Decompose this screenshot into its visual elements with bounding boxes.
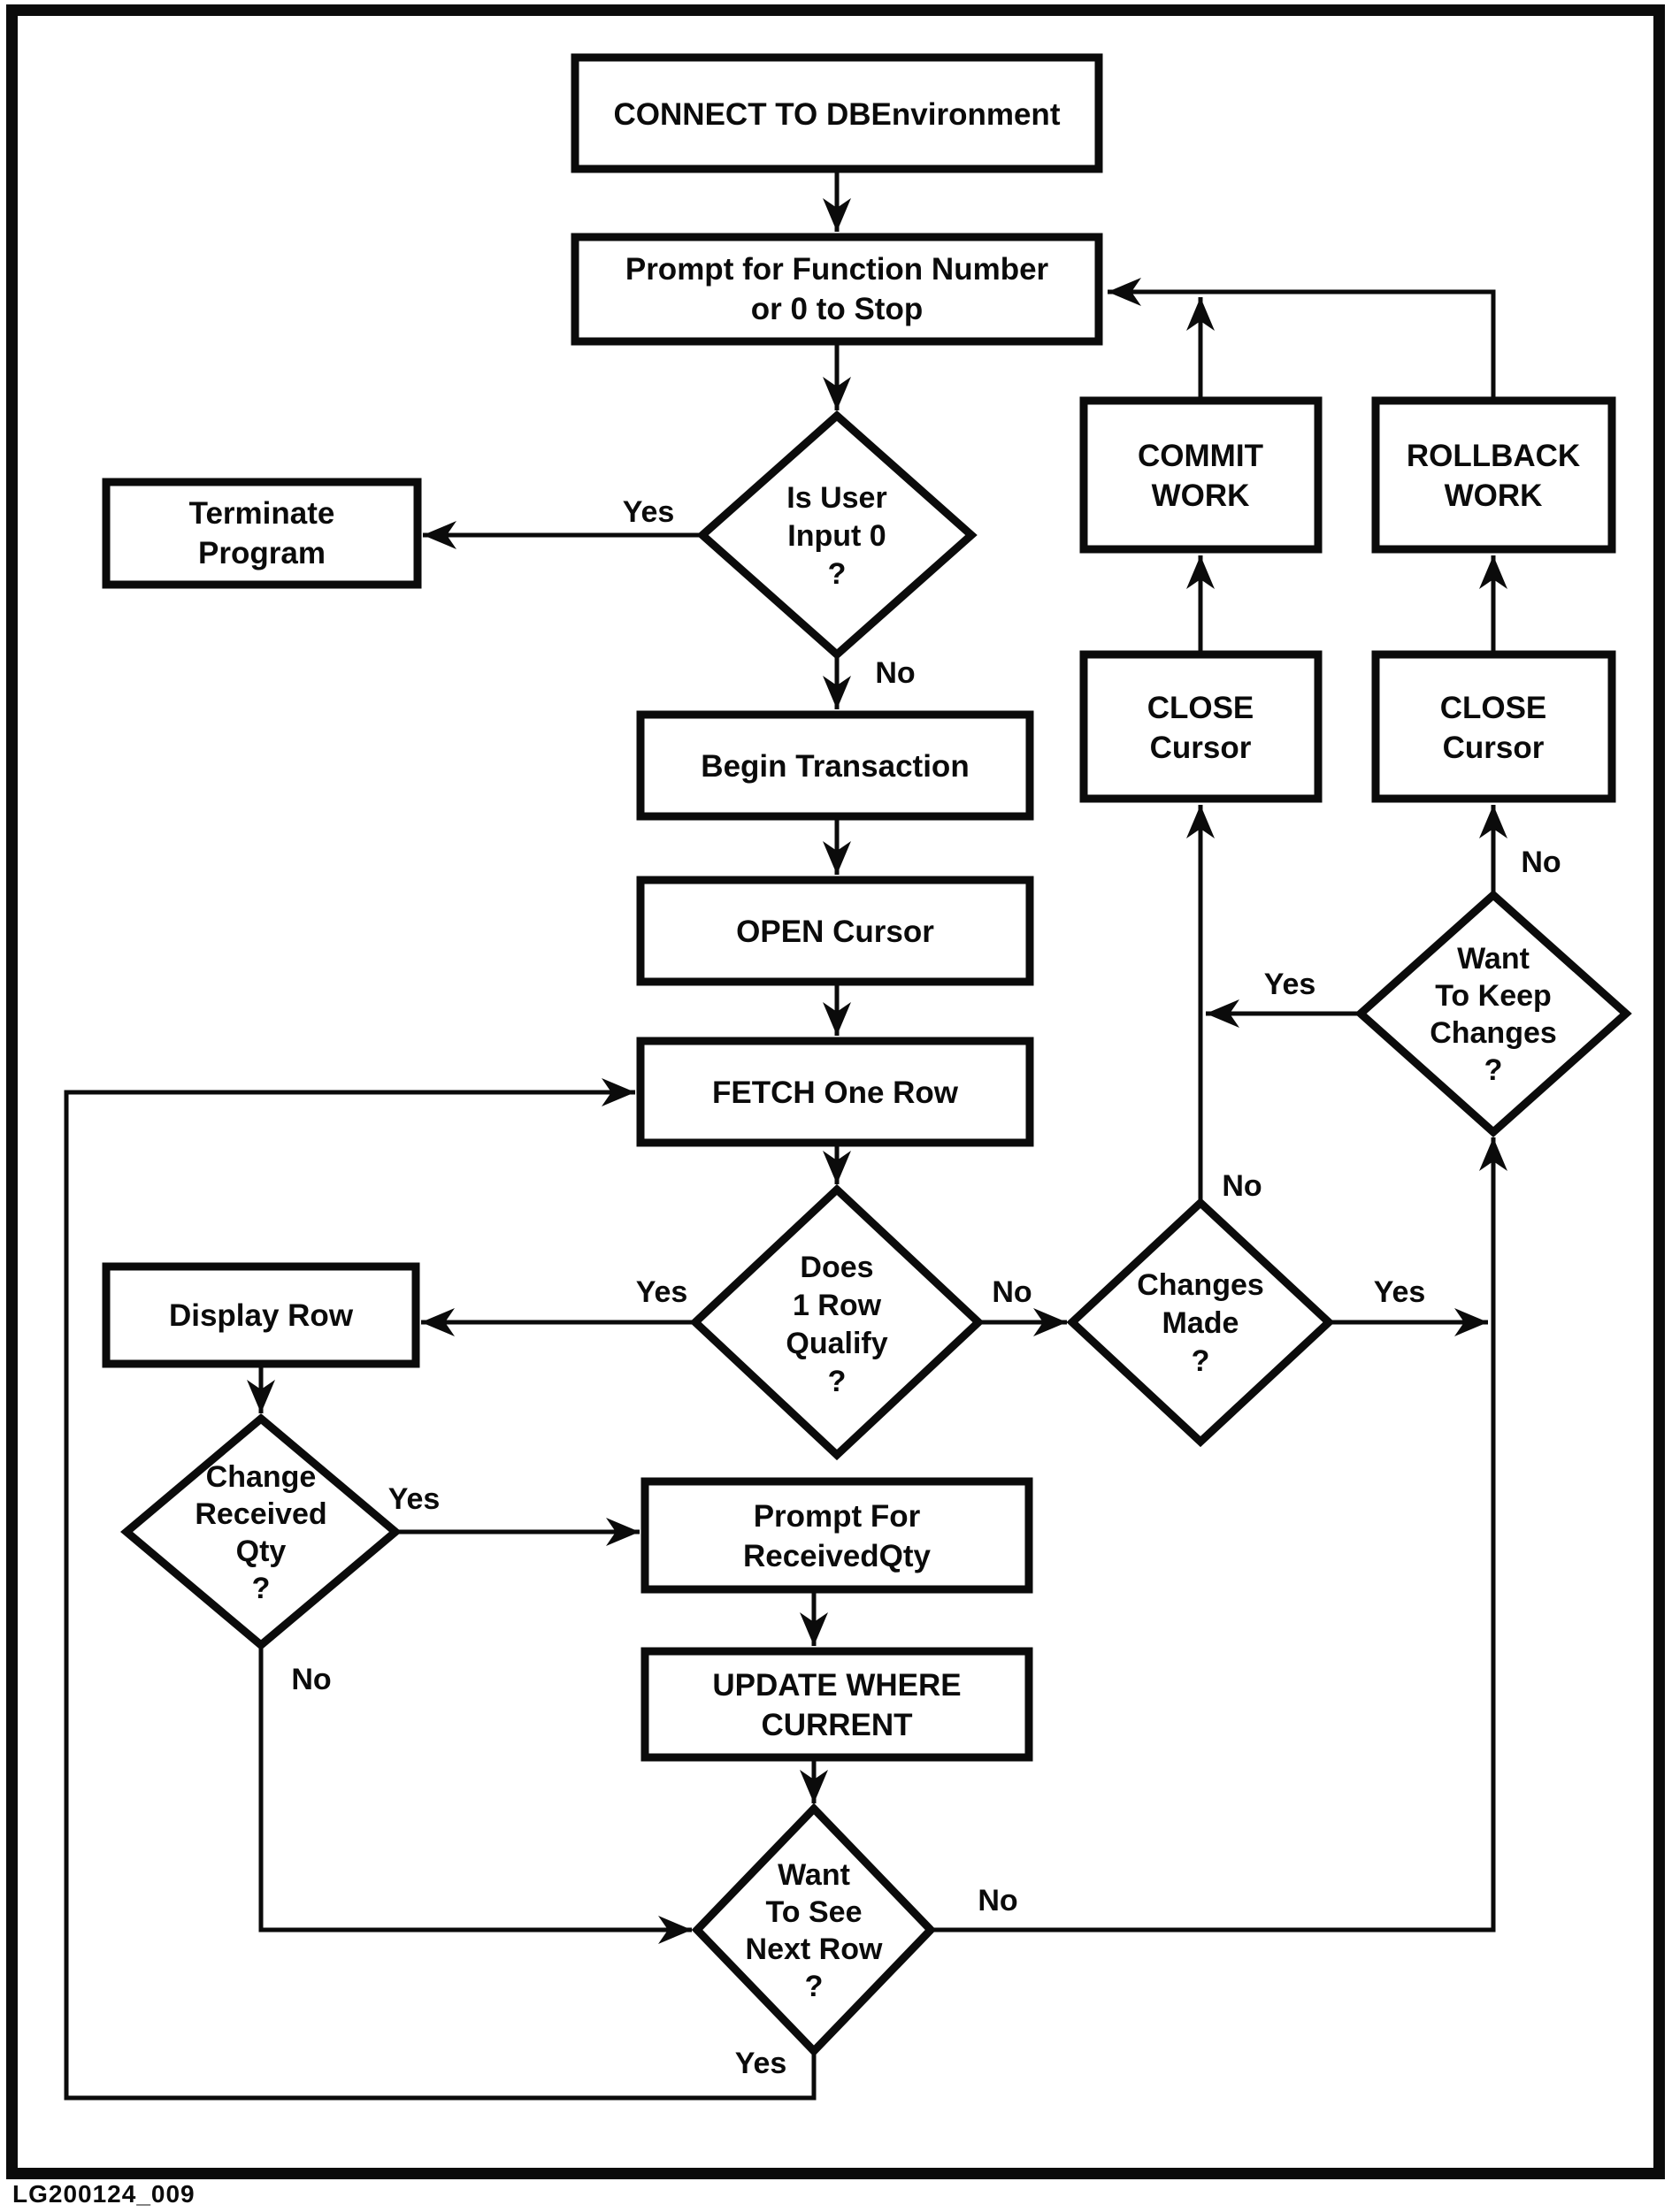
edge-nextrow-yes-fetch-loop	[64, 1078, 817, 2101]
node-commit-work-label: WORK	[1152, 478, 1250, 513]
node-close-cursor-rollback	[1371, 650, 1616, 803]
decision-want-to-see-next-row-label: Next Row	[746, 1933, 883, 1966]
branch-label-no: No	[1222, 1169, 1262, 1203]
decision-want-to-keep-changes-label: Want	[1457, 942, 1530, 976]
edge-rollback-to-prompt	[1108, 278, 1496, 401]
node-prompt-function	[571, 233, 1103, 346]
node-begin-transaction-label: Begin Transaction	[701, 749, 969, 784]
node-update-where-current	[640, 1647, 1033, 1762]
decision-want-to-see-next-row-label: Want	[778, 1858, 850, 1892]
decision-does-1-row-qualify	[689, 1183, 985, 1461]
decision-want-to-keep-changes-label: ?	[1484, 1053, 1503, 1087]
figure-caption: LG200124_009	[12, 2180, 196, 2208]
decision-is-user-input-0-label: Input 0	[787, 519, 886, 553]
decision-want-to-see-next-row-label: To See	[766, 1895, 863, 1929]
node-update-where-current-label: UPDATE WHERE	[712, 1668, 961, 1703]
branch-label-yes: Yes	[735, 2047, 787, 2080]
branch-label-no: No	[291, 1663, 331, 1696]
decision-change-received-qty-label: Received	[195, 1497, 326, 1531]
node-terminate-program-label: Program	[198, 536, 326, 570]
decision-changes-made-label: Made	[1162, 1306, 1239, 1340]
node-open-cursor-label: OPEN Cursor	[736, 915, 934, 949]
node-display-row	[102, 1262, 420, 1368]
node-close-cursor-rollback-label: Cursor	[1443, 731, 1545, 765]
decision-changes-made	[1066, 1197, 1335, 1448]
decision-is-user-input-0-label: Is User	[786, 481, 886, 515]
node-begin-transaction	[636, 710, 1034, 821]
node-rollback-work-label: ROLLBACK	[1407, 439, 1580, 473]
edge-changeqty-no-nextrow	[258, 1645, 692, 1944]
node-connect-label: CONNECT TO DBEnvironment	[614, 97, 1061, 132]
branch-label-no: No	[875, 656, 915, 690]
decision-change-received-qty	[120, 1413, 402, 1650]
decision-want-to-keep-changes-label: Changes	[1430, 1016, 1557, 1050]
node-prompt-for-receivedqty-label: ReceivedQty	[743, 1539, 932, 1573]
decision-want-to-keep-changes-label: To Keep	[1435, 979, 1552, 1013]
node-display-row-label: Display Row	[169, 1298, 354, 1333]
node-prompt-for-receivedqty	[640, 1477, 1033, 1594]
node-prompt-for-receivedqty-label: Prompt For	[754, 1499, 921, 1534]
decision-want-to-see-next-row-label: ?	[805, 1970, 824, 2003]
node-close-cursor-commit	[1079, 650, 1323, 803]
node-connect	[571, 53, 1103, 173]
branch-label-yes: Yes	[1374, 1275, 1426, 1309]
decision-does-1-row-qualify-label: 1 Row	[793, 1289, 882, 1322]
node-prompt-function-label: Prompt for Function Number	[625, 252, 1049, 287]
decision-change-received-qty-label: Change	[206, 1460, 317, 1494]
node-update-where-current-label: CURRENT	[761, 1708, 912, 1742]
node-commit-work	[1079, 396, 1323, 554]
branch-label-no: No	[978, 1884, 1017, 1917]
node-fetch-one-row-label: FETCH One Row	[712, 1075, 959, 1110]
node-terminate-program-label: Terminate	[189, 496, 335, 531]
branch-label-yes: Yes	[1264, 968, 1316, 1001]
decision-want-to-see-next-row	[691, 1803, 937, 2057]
decision-want-to-keep-changes	[1354, 889, 1632, 1138]
node-close-cursor-commit-label: CLOSE	[1147, 691, 1254, 725]
node-rollback-work	[1371, 396, 1616, 554]
node-rollback-work-label: WORK	[1445, 478, 1543, 513]
branch-label-yes: Yes	[636, 1275, 688, 1309]
node-terminate-program	[102, 478, 422, 589]
node-close-cursor-commit-label: Cursor	[1150, 731, 1252, 765]
branch-label-no: No	[992, 1275, 1032, 1309]
decision-change-received-qty-label: ?	[252, 1572, 271, 1605]
decision-changes-made-label: ?	[1192, 1344, 1210, 1378]
decision-does-1-row-qualify-label: Qualify	[786, 1327, 887, 1360]
decision-does-1-row-qualify-label: Does	[800, 1251, 873, 1284]
node-open-cursor	[636, 876, 1034, 986]
branch-label-no: No	[1521, 846, 1561, 879]
decision-does-1-row-qualify-label: ?	[828, 1365, 847, 1398]
branch-label-yes: Yes	[388, 1482, 441, 1516]
edge-nextrow-no-keepchanges	[931, 1137, 1507, 1933]
decision-change-received-qty-label: Qty	[236, 1535, 287, 1568]
branch-label-yes: Yes	[623, 495, 675, 529]
node-prompt-function-label: or 0 to Stop	[751, 292, 923, 326]
node-fetch-one-row	[636, 1037, 1034, 1147]
decision-changes-made-label: Changes	[1137, 1268, 1264, 1302]
diagram-border	[6, 4, 1665, 2179]
node-close-cursor-rollback-label: CLOSE	[1440, 691, 1547, 725]
node-commit-work-label: COMMIT	[1138, 439, 1263, 473]
decision-is-user-input-0	[696, 409, 978, 661]
decision-is-user-input-0-label: ?	[828, 557, 847, 591]
